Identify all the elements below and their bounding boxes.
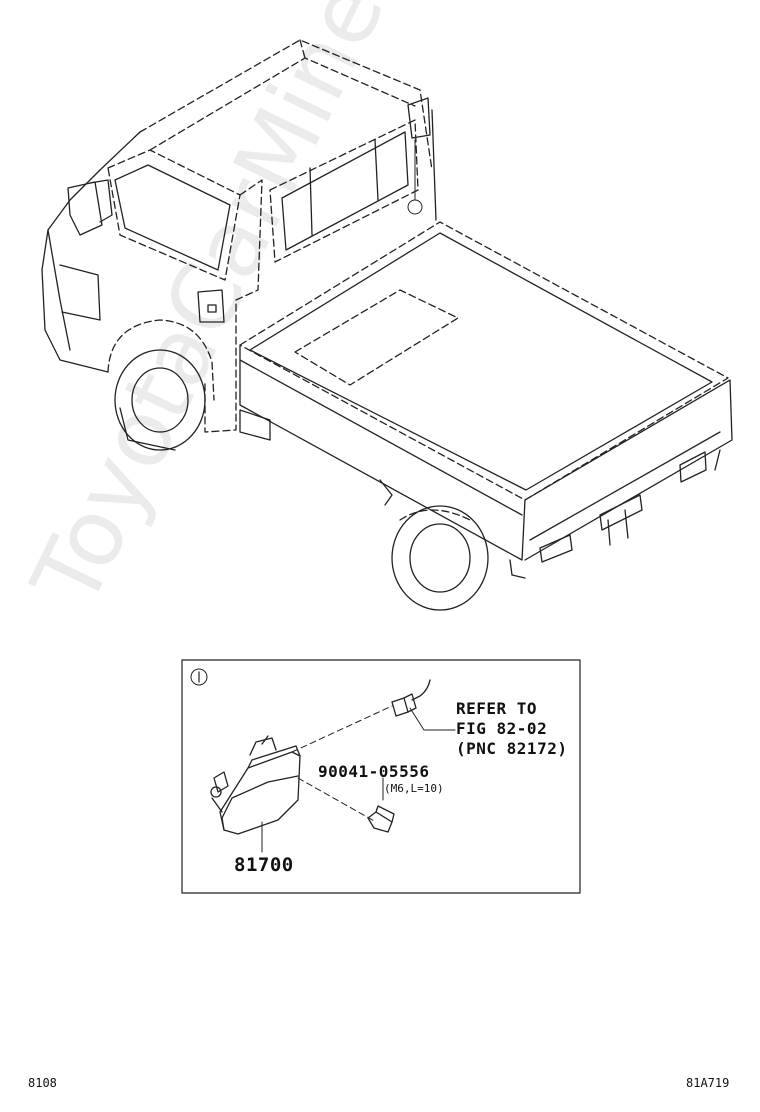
lamp-assembly: [210, 735, 301, 853]
detail-box: [181, 659, 581, 894]
refer-note-line-1: REFER TO: [456, 699, 538, 718]
truck-illustration: [41, 39, 733, 611]
refer-note-line-2: FIG 82-02: [456, 719, 548, 738]
bolt-spec: (M6,L=10): [384, 782, 444, 795]
bolt: [367, 777, 395, 833]
figure-code: 81A719: [686, 1076, 730, 1090]
page-code: 8108: [28, 1076, 57, 1090]
refer-note-line-3: (PNC 82172): [456, 739, 568, 758]
part-number-81700: 81700: [234, 854, 294, 876]
part-number-90041-05556: 90041-05556: [318, 762, 430, 781]
connector: [391, 679, 456, 731]
